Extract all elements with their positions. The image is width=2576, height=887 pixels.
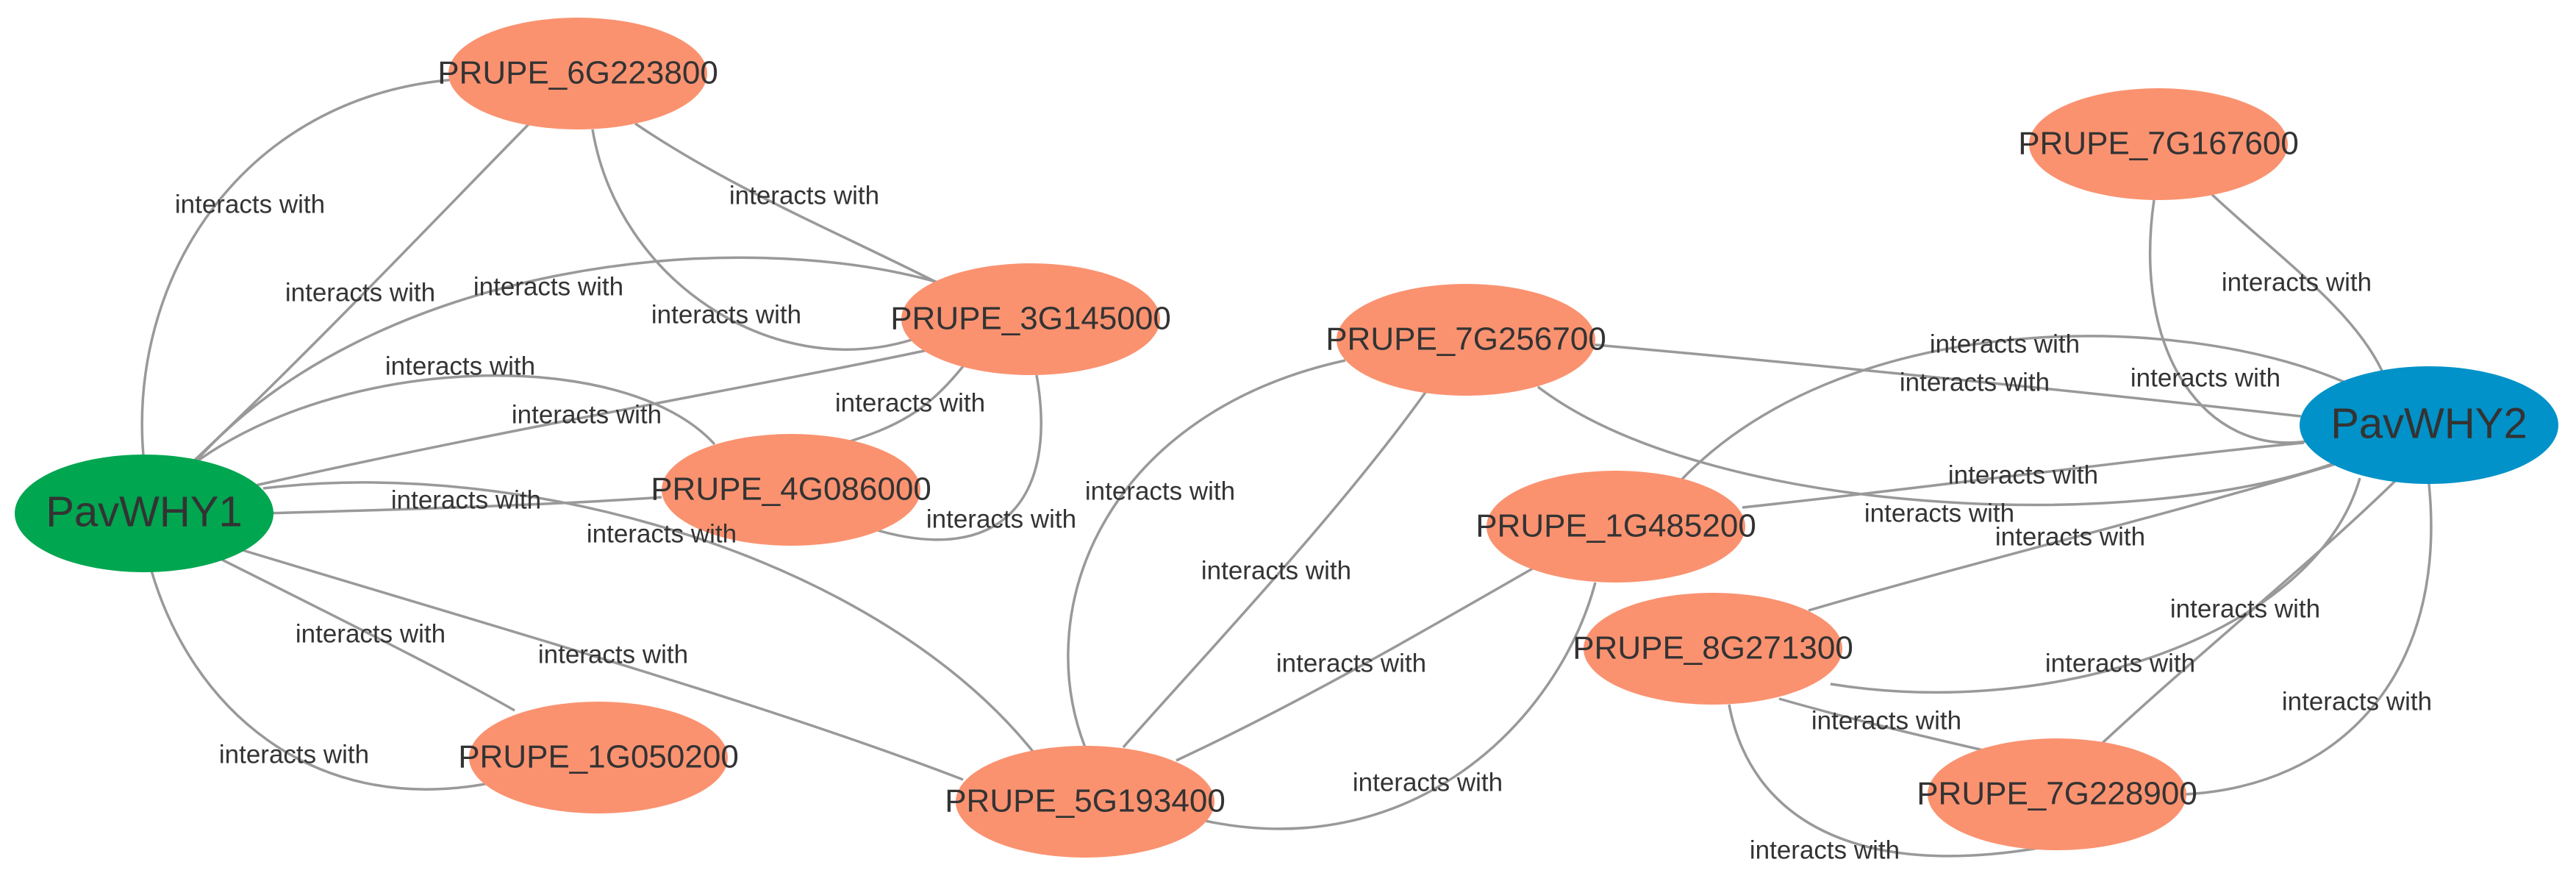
edge-n7G256700-why2 bbox=[1587, 343, 2302, 418]
node-prupe-7g256700[interactable]: PRUPE_7G256700 bbox=[1325, 284, 1606, 396]
edge-label: interacts with bbox=[2282, 687, 2432, 716]
edge-label: interacts with bbox=[2130, 363, 2280, 392]
node-pavwhy1[interactable]: PavWHY1 bbox=[15, 455, 273, 572]
edge-n7G256700-n5G193400 bbox=[1067, 359, 1346, 748]
edge-label: interacts with bbox=[512, 400, 662, 429]
edge-label: interacts with bbox=[1864, 499, 2014, 527]
edge-n1G485200-why2 bbox=[1742, 441, 2305, 509]
node-ellipse bbox=[901, 263, 1160, 375]
node-label: PRUPE_7G256700 bbox=[1325, 321, 1606, 357]
edge-why1-n1G050200 bbox=[150, 570, 486, 791]
node-prupe-8g271300[interactable]: PRUPE_8G271300 bbox=[1573, 593, 1853, 705]
node-ellipse bbox=[1928, 738, 2186, 850]
node-label: PavWHY2 bbox=[2330, 399, 2527, 447]
edge-n7G256700-n5G193400 bbox=[1122, 390, 1428, 749]
edge-n7G167600-why2 bbox=[2207, 190, 2383, 371]
edge-n8G271300-n7G228900 bbox=[1728, 704, 2052, 858]
node-ellipse bbox=[1584, 593, 1842, 705]
edge-n7G228900-why2 bbox=[2101, 478, 2398, 744]
edge-label: interacts with bbox=[1201, 556, 1351, 585]
edge-why1-n3G145000 bbox=[191, 256, 949, 466]
edge-label: interacts with bbox=[1948, 460, 2098, 489]
node-label: PRUPE_7G167600 bbox=[2018, 126, 2299, 162]
edge-why1-n4G086000 bbox=[187, 374, 716, 469]
node-label: PRUPE_1G050200 bbox=[458, 739, 739, 775]
edge-n8G271300-why2 bbox=[1830, 477, 2361, 694]
node-label: PRUPE_6G223800 bbox=[437, 55, 718, 91]
edge-n6G223800-n3G145000 bbox=[634, 122, 949, 290]
edge-n3G145000-n4G086000 bbox=[845, 365, 965, 444]
node-ellipse bbox=[956, 746, 1214, 858]
edge-n7G228900-why2 bbox=[2183, 483, 2433, 796]
edge-label: interacts with bbox=[1276, 649, 1426, 677]
edge-label: interacts with bbox=[219, 740, 369, 769]
edge-label: interacts with bbox=[2045, 649, 2195, 677]
edge-why1-n4G086000 bbox=[264, 496, 662, 515]
node-prupe-1g050200[interactable]: PRUPE_1G050200 bbox=[458, 702, 739, 813]
edge-label: interacts with bbox=[651, 300, 801, 329]
node-label: PRUPE_7G228900 bbox=[1917, 776, 2197, 812]
node-label: PRUPE_5G193400 bbox=[945, 783, 1226, 819]
edge-label: interacts with bbox=[1353, 768, 1503, 797]
node-prupe-5g193400[interactable]: PRUPE_5G193400 bbox=[945, 746, 1226, 858]
edge-label: interacts with bbox=[385, 352, 535, 380]
edge-n1G485200-why2 bbox=[1675, 335, 2346, 487]
edge-n7G256700-why2 bbox=[1536, 385, 2339, 507]
edge-label: interacts with bbox=[1811, 706, 1961, 735]
node-label: PRUPE_8G271300 bbox=[1573, 630, 1853, 666]
edge-label: interacts with bbox=[587, 519, 737, 548]
edge-n6G223800-n3G145000 bbox=[591, 129, 912, 351]
edge-why1-n5G193400 bbox=[227, 544, 964, 781]
node-ellipse bbox=[469, 702, 728, 813]
node-label: PavWHY1 bbox=[46, 488, 243, 535]
edge-why1-n5G193400 bbox=[262, 481, 1038, 758]
nodes-layer: PavWHY1 PavWHY2 PRUPE_6G223800PRUPE_3G1450… bbox=[15, 18, 2558, 858]
edge-label: interacts with bbox=[1085, 477, 1235, 505]
edge-n3G145000-n4G086000 bbox=[874, 374, 1042, 541]
edge-label: interacts with bbox=[729, 181, 879, 210]
edge-n7G167600-why2 bbox=[2148, 199, 2308, 444]
edge-labels-layer: interacts with interacts with interacts wi… bbox=[175, 181, 2432, 864]
node-prupe-6g223800[interactable]: PRUPE_6G223800 bbox=[437, 18, 718, 129]
edge-label: interacts with bbox=[473, 272, 623, 301]
node-ellipse bbox=[662, 434, 920, 546]
edge-label: interacts with bbox=[175, 190, 325, 218]
edge-why1-n1G050200 bbox=[220, 558, 515, 712]
edge-label: interacts with bbox=[2170, 594, 2320, 623]
node-prupe-4g086000[interactable]: PRUPE_4G086000 bbox=[651, 434, 931, 546]
edge-label: interacts with bbox=[1900, 368, 2050, 396]
edge-label: interacts with bbox=[1750, 836, 1900, 864]
node-pavwhy2[interactable]: PavWHY2 bbox=[2300, 366, 2558, 484]
edge-label: interacts with bbox=[296, 619, 446, 648]
node-prupe-7g167600[interactable]: PRUPE_7G167600 bbox=[2018, 88, 2299, 200]
edge-label: interacts with bbox=[2222, 268, 2372, 296]
edge-label: interacts with bbox=[391, 485, 541, 514]
node-label: PRUPE_1G485200 bbox=[1475, 508, 1756, 544]
edge-label: interacts with bbox=[835, 388, 985, 417]
edge-label: interacts with bbox=[1995, 522, 2145, 551]
edge-label: interacts with bbox=[538, 640, 688, 669]
edge-label: interacts with bbox=[285, 278, 435, 307]
edge-n1G485200-n5G193400 bbox=[1176, 565, 1537, 762]
edge-n8G271300-why2 bbox=[1808, 462, 2339, 612]
edge-why1-n6G223800 bbox=[140, 78, 457, 464]
node-prupe-7g228900[interactable]: PRUPE_7G228900 bbox=[1917, 738, 2197, 850]
node-ellipse bbox=[2029, 88, 2288, 200]
edge-n1G485200-n5G193400 bbox=[1198, 582, 1597, 830]
node-label: PRUPE_4G086000 bbox=[651, 471, 931, 507]
edges-layer bbox=[140, 78, 2433, 858]
node-ellipse bbox=[448, 18, 707, 129]
node-ellipse bbox=[1486, 471, 1745, 583]
edge-why1-n3G145000 bbox=[242, 344, 949, 490]
node-label: PRUPE_3G145000 bbox=[890, 301, 1171, 337]
node-prupe-3g145000[interactable]: PRUPE_3G145000 bbox=[890, 263, 1171, 375]
edge-label: interacts with bbox=[926, 505, 1076, 533]
edge-label: interacts with bbox=[1930, 329, 2080, 358]
node-ellipse bbox=[1337, 284, 1595, 396]
node-ellipse bbox=[2300, 366, 2558, 484]
node-ellipse bbox=[15, 455, 273, 572]
node-prupe-1g485200[interactable]: PRUPE_1G485200 bbox=[1475, 471, 1756, 583]
